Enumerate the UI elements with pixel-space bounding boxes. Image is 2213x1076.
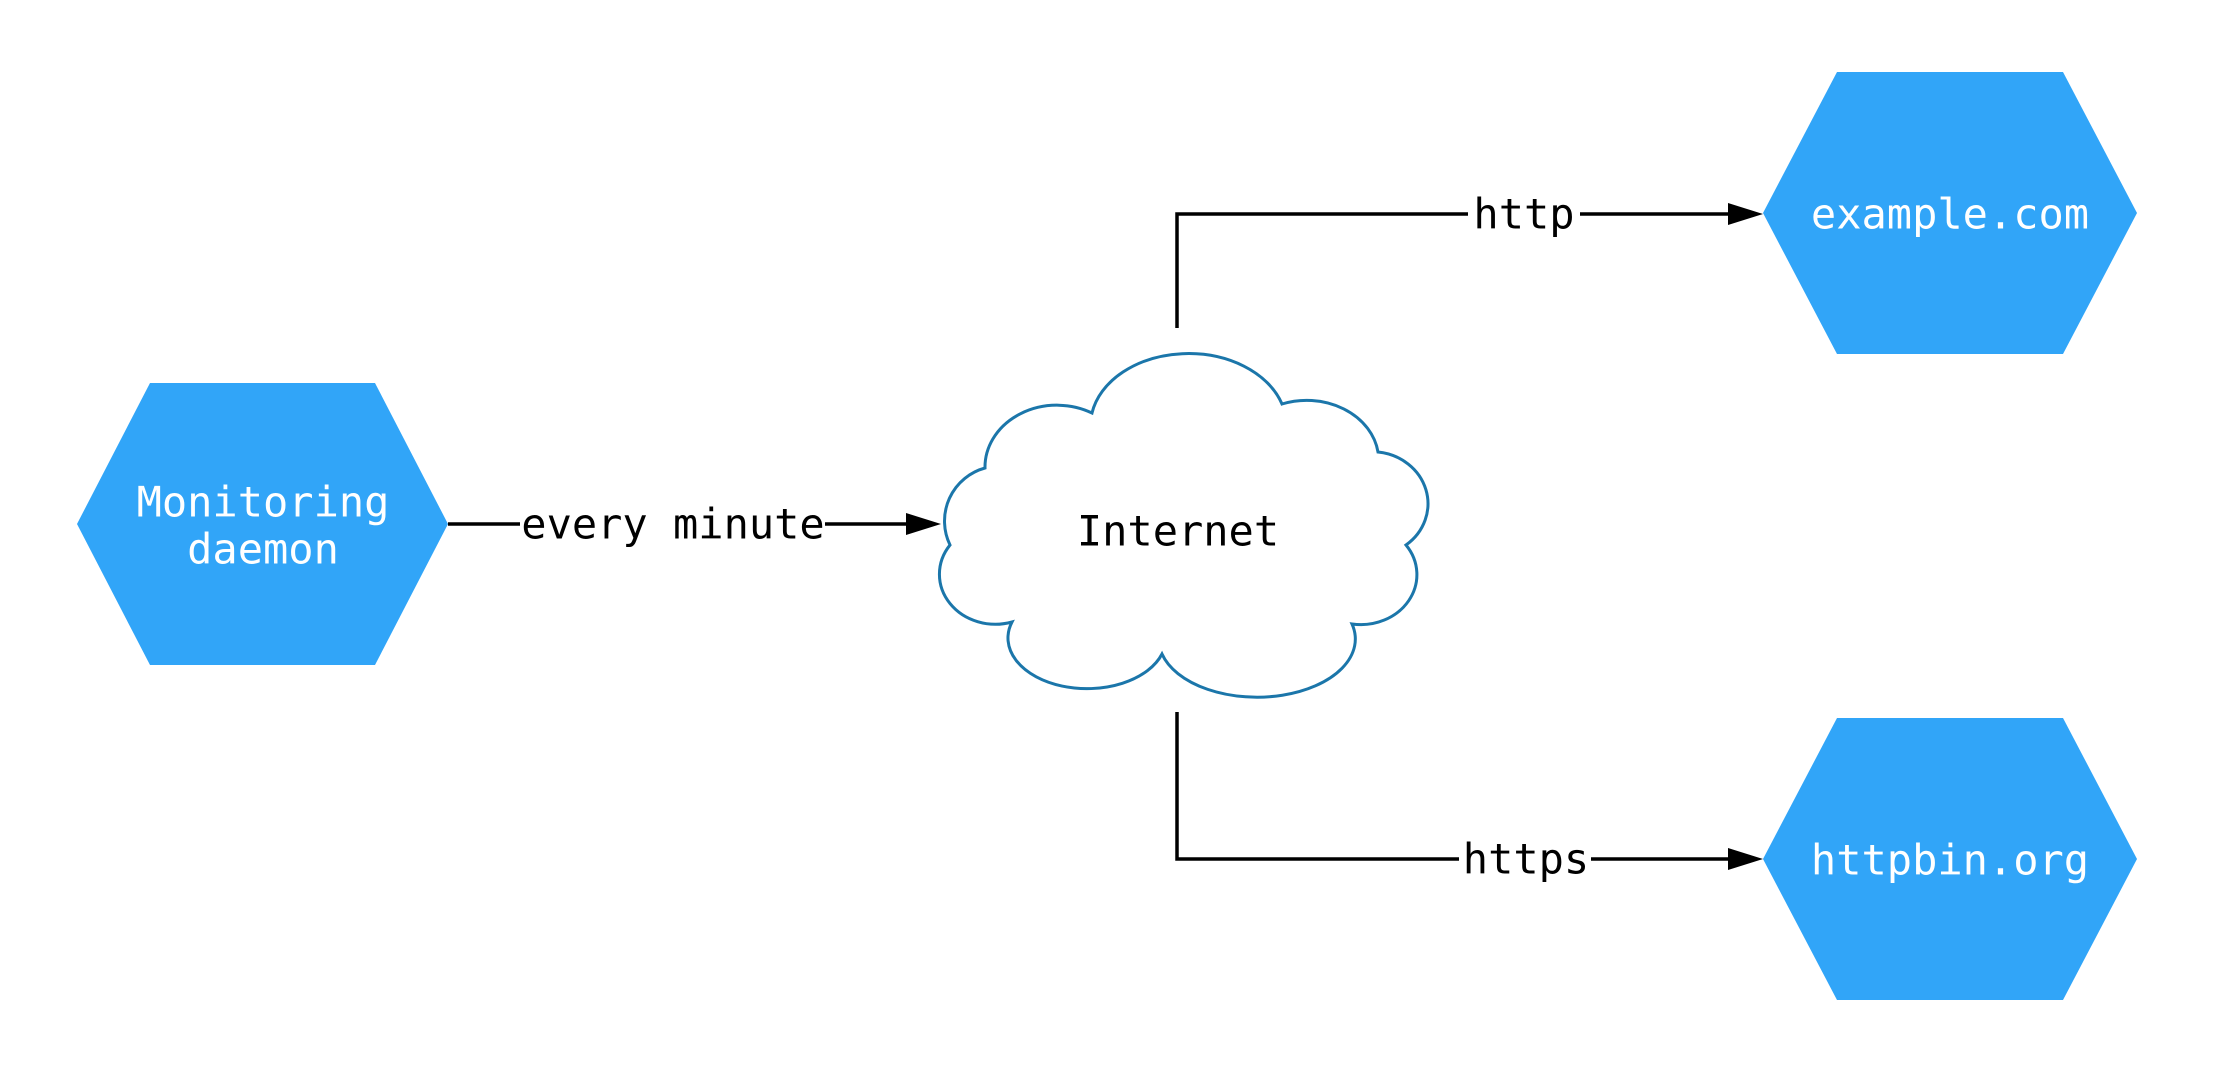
arrowhead-icon — [1728, 203, 1763, 225]
arrowhead-icon — [906, 513, 941, 535]
internet-label: Internet — [1077, 507, 1279, 556]
edge-segment — [1175, 212, 1468, 328]
httpbin-org-label: httpbin.org — [1811, 836, 2089, 885]
edge-label-http: http — [1473, 190, 1574, 239]
monitoring-daemon-hexagon — [77, 383, 448, 665]
internet-cloud-shape — [937, 352, 1430, 699]
monitoring-daemon-label-line1: Monitoring — [137, 478, 390, 527]
node-httpbin-org: httpbin.org — [1763, 718, 2137, 1000]
monitoring-daemon-label-line2: daemon — [187, 525, 339, 574]
edge-internet-to-example: http — [1175, 190, 1763, 328]
node-example-com: example.com — [1763, 72, 2137, 354]
arrowhead-icon — [1728, 848, 1763, 870]
edge-internet-to-httpbin: https — [1175, 712, 1763, 884]
edge-label-every-minute: every minute — [521, 500, 824, 549]
edge-label-https: https — [1463, 835, 1589, 884]
node-internet: Internet — [937, 352, 1430, 699]
edge-segment — [1175, 712, 1459, 861]
example-com-hexagon — [1763, 72, 2137, 354]
node-monitoring-daemon: Monitoring daemon — [77, 383, 448, 665]
httpbin-org-hexagon — [1763, 718, 2137, 1000]
edge-daemon-to-internet: every minute — [448, 500, 941, 549]
example-com-label: example.com — [1811, 190, 2089, 239]
